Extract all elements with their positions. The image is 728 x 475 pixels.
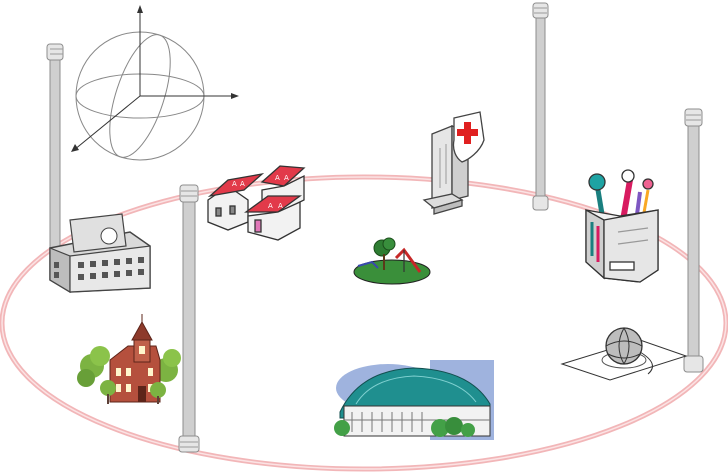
svg-text:A: A (232, 180, 237, 188)
pole-left (46, 43, 64, 269)
office-building-icon (49, 213, 151, 294)
svg-text:A: A (284, 174, 289, 182)
pole-front-left (178, 184, 200, 453)
pen-holder-art-tools-icon (585, 169, 659, 283)
pole-right (683, 108, 704, 373)
svg-text:A: A (278, 202, 283, 210)
ring-ellipse (0, 174, 728, 472)
brick-school-with-trees-icon (77, 314, 181, 404)
svg-text:A: A (240, 180, 245, 188)
svg-text:A: A (275, 174, 280, 182)
hospital-red-cross-icon (422, 111, 485, 215)
pole-back-right (532, 2, 549, 211)
globe-on-plane-icon (560, 327, 688, 381)
svg-text:A: A (268, 202, 273, 210)
playground-slide-icon (353, 237, 431, 285)
wireframe-globe-axes-icon (71, 5, 239, 161)
dome-arena-icon (334, 360, 494, 440)
